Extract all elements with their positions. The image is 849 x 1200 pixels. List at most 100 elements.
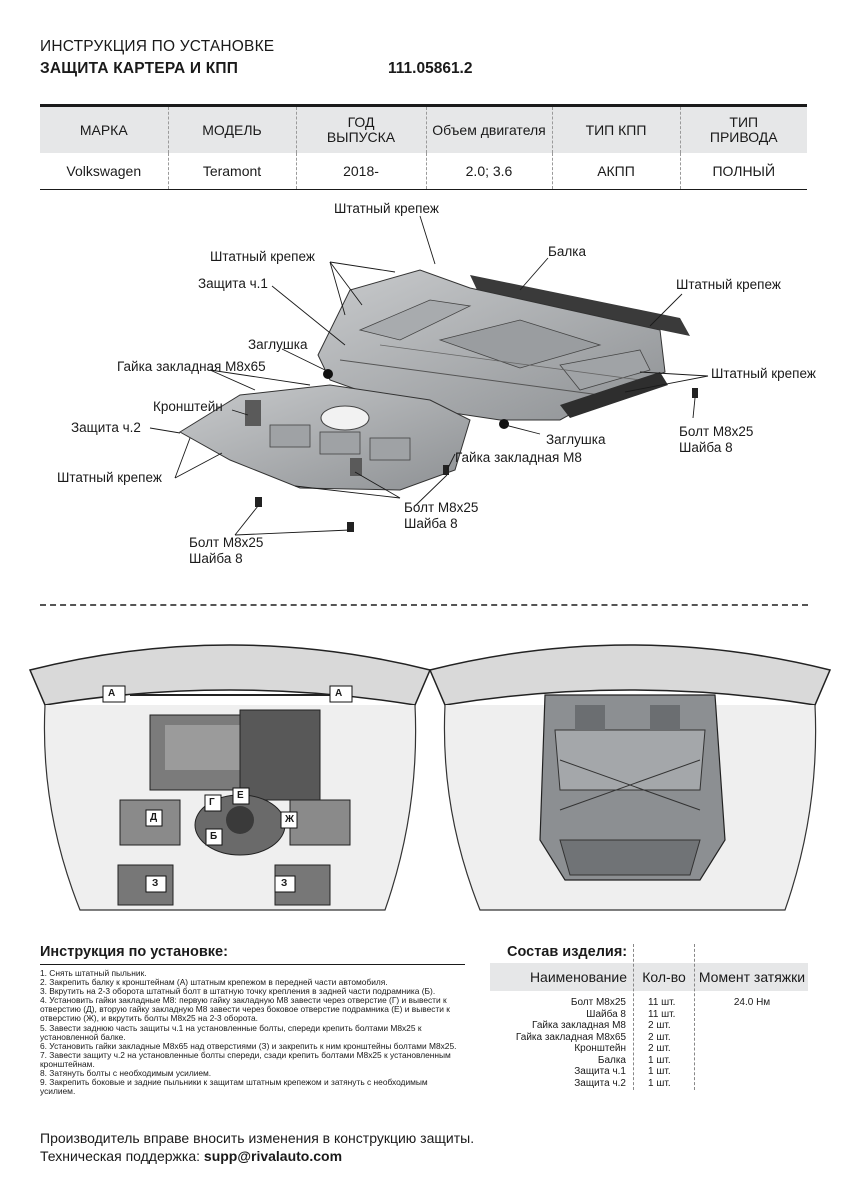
- item-qty: 1 шт.: [648, 1054, 671, 1066]
- marker-z-left: З: [152, 878, 159, 889]
- step-5: 5. Завести заднюю часть защиты ч.1 на ус…: [40, 1022, 422, 1042]
- step-7: 7. Завести защиту ч.2 на установленные б…: [40, 1049, 451, 1069]
- label-protection-part-2: Защита ч.2: [71, 420, 141, 435]
- label-standard-fastener-right-2: Штатный крепеж: [711, 366, 816, 381]
- composition-torque: 24.0 Нм: [696, 997, 808, 1009]
- item-qty: 2 шт.: [648, 1043, 671, 1054]
- support-label: Техническая поддержка:: [40, 1148, 201, 1164]
- marker-g: Г: [209, 797, 215, 808]
- marker-e: Е: [237, 790, 244, 801]
- label-weld-nut-m8: Гайка закладная М8: [455, 450, 582, 465]
- item-qty: 11 шт.: [648, 997, 676, 1008]
- col-engine: Объем двигателя: [426, 104, 553, 153]
- col-year: ГОД ВЫПУСКА: [296, 104, 427, 153]
- col-divider-1: [633, 944, 634, 1090]
- plug-1: [323, 369, 333, 379]
- step-2: 2. Закрепить балку к кронштейнам (А) шта…: [40, 977, 388, 988]
- cell-year: 2018-: [296, 153, 427, 190]
- marker-zh: Ж: [285, 814, 295, 825]
- step-8: 8. Затянуть болты с необходимым усилием.: [40, 1068, 212, 1079]
- composition-header-bg: [490, 963, 808, 991]
- marker-d: Д: [150, 812, 158, 823]
- footer-notice: Производитель вправе вносить изменения в…: [40, 1130, 475, 1146]
- step-3: 3. Вкрутить на 2-3 оборота штатный болт …: [40, 986, 436, 997]
- label-standard-fastener-left: Штатный крепеж: [210, 249, 315, 264]
- label-bolt-right: Болт М8х25: [679, 424, 754, 439]
- doc-subtitle: ЗАЩИТА КАРТЕРА И КПП: [40, 60, 239, 77]
- item-qty: 2 шт.: [648, 1020, 671, 1031]
- installation-photos: [28, 644, 832, 911]
- marker-z-right: З: [281, 878, 288, 889]
- spec-data-row: Volkswagen Teramont 2018- 2.0; 3.6 АКПП …: [40, 153, 807, 190]
- leader-lines: [149, 215, 709, 536]
- doc-title: ИНСТРУКЦИЯ ПО УСТАНОВКЕ: [40, 38, 275, 55]
- label-washer-right: Шайба 8: [679, 440, 733, 455]
- col-drive-label: ТИП ПРИВОДА: [709, 114, 778, 145]
- col-year-label: ГОД ВЫПУСКА: [326, 114, 396, 145]
- col-model: МОДЕЛЬ: [168, 104, 297, 153]
- cell-model: Teramont: [168, 153, 297, 190]
- cell-brand: Volkswagen: [40, 153, 169, 190]
- cell-gearbox: АКПП: [552, 153, 681, 190]
- label-bolt-mid: Болт М8х25: [404, 500, 479, 515]
- col-gearbox: ТИП КПП: [552, 104, 681, 153]
- footer-support: Техническая поддержка: supp@rivalauto.co…: [40, 1148, 342, 1164]
- item-torque: 24.0 Нм: [733, 997, 771, 1008]
- step-1: 1. Снять штатный пыльник.: [40, 968, 147, 978]
- photo-before: [28, 644, 432, 911]
- plug-2: [499, 419, 509, 429]
- label-weld-nut-m8x65: Гайка закладная М8х65: [117, 359, 266, 374]
- marker-a-left: А: [108, 688, 116, 699]
- composition-title: Состав изделия:: [507, 944, 628, 960]
- section-separator: [40, 604, 808, 606]
- item-qty: 11 шт.: [648, 1008, 676, 1020]
- col-brand: МАРКА: [40, 104, 169, 153]
- assembly-drawing: [149, 215, 709, 536]
- bolts: [255, 388, 698, 532]
- protection-part-2: [179, 384, 471, 491]
- composition-col-torque: Момент затяжки: [698, 969, 806, 985]
- label-standard-fastener-right-1: Штатный крепеж: [676, 277, 781, 292]
- label-bracket: Кронштейн: [153, 399, 223, 414]
- label-washer-mid: Шайба 8: [404, 516, 458, 531]
- item-name: Защита ч.1: [574, 1066, 626, 1077]
- marker-a-right: А: [335, 688, 343, 699]
- step-6: 6. Установить гайки закладные М8х65 над …: [40, 1040, 457, 1051]
- composition-qty: 11 шт. 11 шт. 2 шт. 2 шт. 2 шт. 1 шт. 1 …: [648, 997, 692, 1089]
- instructions-list: 1. Снять штатный пыльник. 2. Закрепить б…: [40, 968, 465, 1097]
- item-name: Кронштейн: [574, 1043, 626, 1054]
- beam-part: [470, 275, 690, 336]
- step-4: 4. Установить гайки закладные М8: первую…: [40, 995, 450, 1024]
- composition-col-name: Наименование: [529, 969, 627, 985]
- item-qty: 1 шт.: [648, 1077, 671, 1089]
- label-standard-fastener-bottom: Штатный крепеж: [57, 470, 162, 485]
- marker-b: Б: [210, 831, 218, 842]
- item-qty: 2 шт.: [648, 1031, 671, 1043]
- label-beam: Балка: [548, 244, 586, 259]
- item-name: Защита ч.2: [574, 1077, 626, 1089]
- spec-table: МАРКА МОДЕЛЬ ГОД ВЫПУСКА Объем двигателя…: [40, 104, 807, 190]
- spec-header-row: МАРКА МОДЕЛЬ ГОД ВЫПУСКА Объем двигателя…: [40, 104, 807, 153]
- item-name: Гайка закладная М8х65: [515, 1031, 626, 1043]
- label-washer-low: Шайба 8: [189, 551, 243, 566]
- cell-engine: 2.0; 3.6: [426, 153, 553, 190]
- item-name: Шайба 8: [586, 1008, 626, 1020]
- composition-col-qty: Кол-во: [642, 969, 686, 985]
- col-drive: ТИП ПРИВОДА: [680, 104, 807, 153]
- instructions-rule: [40, 964, 465, 965]
- label-standard-fastener-top: Штатный крепеж: [334, 201, 439, 216]
- label-plug-2: Заглушка: [546, 432, 606, 447]
- label-protection-part-1: Защита ч.1: [198, 276, 268, 291]
- col-divider-2: [694, 944, 695, 1090]
- item-name: Болт М8х25: [570, 997, 626, 1008]
- support-email[interactable]: supp@rivalauto.com: [203, 1148, 343, 1164]
- photo-after: [428, 644, 832, 911]
- protection-part-1: [317, 269, 668, 421]
- item-name: Гайка закладная М8: [532, 1020, 626, 1031]
- cell-drive: ПОЛНЫЙ: [680, 153, 807, 190]
- composition-names: Болт М8х25 Шайба 8 Гайка закладная М8 Га…: [490, 997, 626, 1089]
- label-plug-1: Заглушка: [248, 337, 308, 352]
- label-bolt-low: Болт М8х25: [189, 535, 264, 550]
- step-9: 9. Закрепить боковые и задние пыльники к…: [40, 1077, 428, 1097]
- item-qty: 1 шт.: [648, 1066, 671, 1077]
